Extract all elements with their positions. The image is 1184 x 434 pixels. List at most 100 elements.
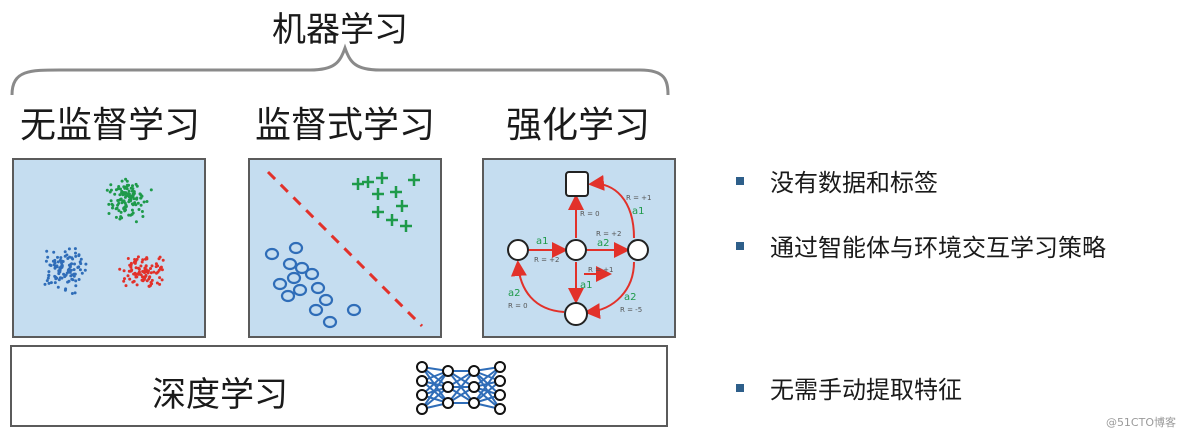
circle-sample (318, 293, 334, 307)
scatter-point (135, 275, 139, 279)
nn-node (494, 375, 506, 387)
scatter-point (73, 247, 77, 251)
plus-sample (372, 188, 384, 200)
scatter-point (124, 208, 127, 212)
circle-sample (310, 281, 326, 295)
scatter-point (80, 271, 84, 275)
unsupervised-panel (12, 158, 206, 338)
circle-sample (264, 247, 280, 261)
scatter-point (140, 210, 144, 213)
scatter-point (123, 201, 127, 205)
decision-boundary (266, 170, 424, 328)
scatter-point (149, 271, 153, 275)
scatter-point (79, 262, 83, 266)
scatter-point (74, 279, 78, 283)
scatter-point (56, 260, 60, 264)
classification-plot (264, 170, 424, 329)
scatter-point (131, 192, 135, 196)
scatter-point (120, 179, 124, 183)
bullet-text-2: 通过智能体与环境交互学习策略 (770, 234, 1106, 262)
scatter-point (74, 251, 77, 255)
scatter-point (49, 281, 53, 285)
scatter-point (118, 267, 122, 271)
scatter-point (53, 274, 57, 278)
scatter-point (137, 266, 140, 270)
circle-sample (282, 257, 298, 271)
scatter-point (66, 280, 70, 284)
scatter-point (117, 201, 121, 205)
scatter-point (61, 260, 65, 263)
plus-sample (400, 220, 412, 232)
scatter-point (46, 255, 50, 259)
scatter-point (70, 277, 74, 281)
scatter-point (137, 272, 141, 276)
scatter-point (129, 186, 133, 190)
scatter-point (109, 183, 113, 187)
scatter-point (127, 189, 131, 193)
plus-sample (372, 206, 384, 218)
scatter-point (118, 193, 122, 197)
scatter-point (133, 258, 137, 261)
scatter-point (47, 281, 51, 285)
reward-label-mid: R = +2 (596, 230, 622, 238)
scatter-point (72, 273, 76, 277)
deep-learning-box: 深度学习 (10, 345, 668, 427)
scatter-point (133, 201, 137, 205)
scatter-point (52, 250, 56, 254)
scatter-point (73, 262, 76, 266)
scatter-point (128, 277, 132, 281)
reinforcement-heading: 强化学习 (505, 105, 650, 146)
scatter-point (46, 276, 50, 280)
reward-label-down: R = +1 (588, 266, 614, 274)
scatter-point (67, 267, 71, 271)
scatter-point (141, 258, 145, 262)
scatter-point (149, 267, 152, 270)
scatter-point (119, 187, 122, 191)
negative-samples (264, 241, 362, 329)
scatter-point (55, 276, 59, 280)
brace (10, 43, 670, 96)
scatter-point (131, 211, 135, 215)
scatter-point (70, 292, 74, 295)
scatter-point (107, 212, 111, 215)
scatter-point (129, 213, 133, 217)
scatter-point (119, 198, 123, 202)
plus-sample (396, 200, 408, 212)
state-node-left (507, 239, 529, 261)
scatter-point (55, 264, 59, 268)
scatter-point (53, 281, 57, 285)
scatter-point (133, 272, 137, 276)
plus-sample (390, 186, 402, 198)
scatter-point (116, 199, 120, 202)
scatter-point (131, 184, 134, 188)
plus-sample (376, 172, 388, 184)
bullet-icon (736, 176, 744, 185)
unsupervised-heading: 无监督学习 (19, 105, 200, 146)
scatter-point (107, 202, 111, 206)
scatter-point (120, 191, 124, 195)
scatter-point (136, 255, 140, 259)
scatter-point (77, 254, 81, 258)
bullet-text-1: 没有数据和标签 (770, 169, 938, 197)
plus-sample (386, 214, 398, 226)
scatter-point (60, 263, 64, 267)
scatter-point (129, 199, 133, 203)
positive-samples (352, 172, 420, 232)
bullet-item-1: 没有数据和标签 (736, 163, 938, 198)
scatter-point (145, 279, 149, 283)
scatter-point (144, 264, 148, 268)
nn-node (468, 365, 480, 377)
edge-label-a1-down: a1 (580, 280, 593, 291)
scatter-point (130, 202, 134, 206)
scatter-point (155, 271, 158, 275)
scatter-point (56, 255, 59, 259)
nn-node (442, 365, 454, 377)
scatter-point (150, 264, 154, 268)
scatter-point (160, 278, 164, 282)
scatter-point (140, 260, 144, 264)
scatter-point (125, 187, 129, 191)
bullet-icon (736, 383, 744, 392)
scatter-point (133, 261, 137, 265)
scatter-point (141, 278, 145, 282)
state-node-bottom (564, 302, 588, 326)
